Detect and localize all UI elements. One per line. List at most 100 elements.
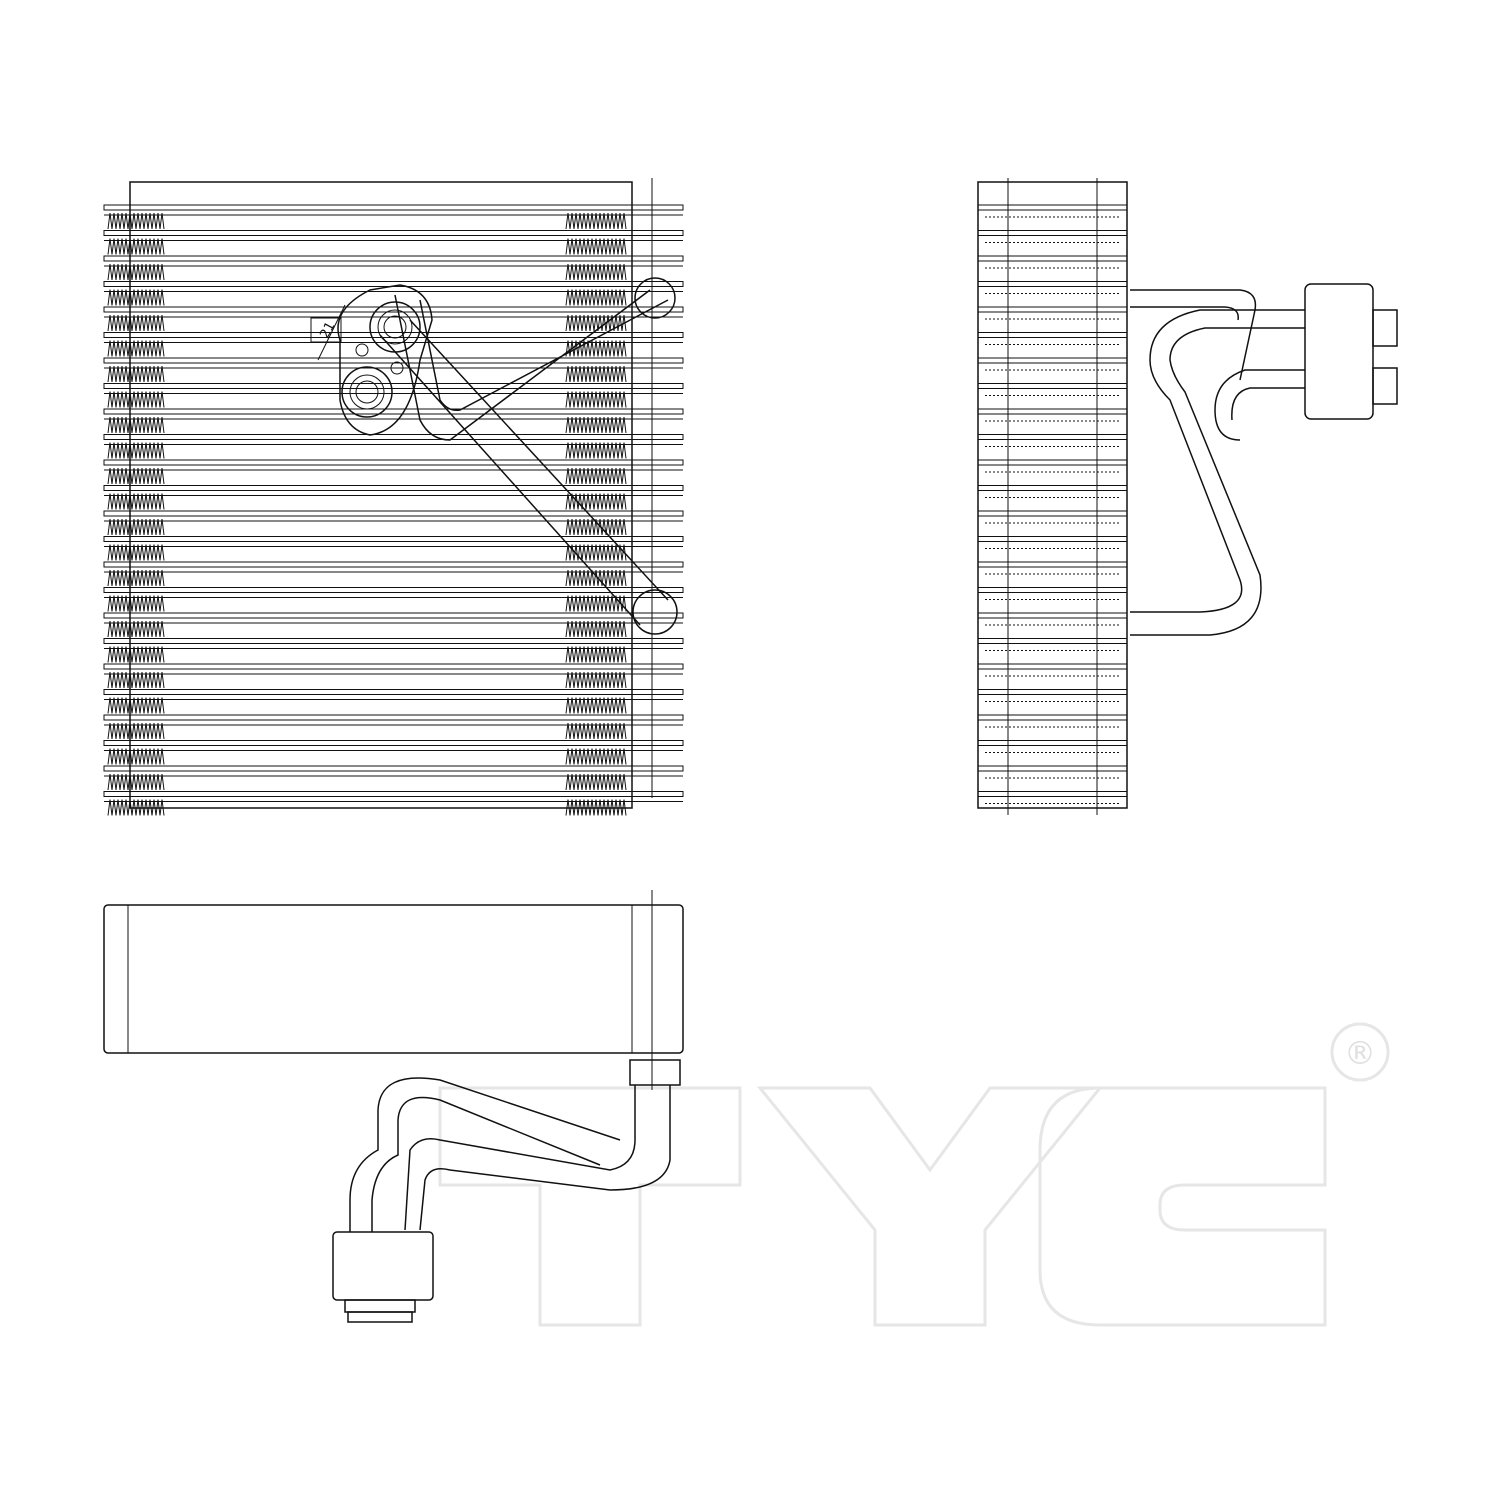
fin-right bbox=[565, 646, 627, 663]
side-tube-row bbox=[977, 714, 1128, 728]
tube-row bbox=[103, 791, 684, 816]
side-tube-row bbox=[977, 383, 1128, 396]
tube-row bbox=[103, 689, 684, 714]
fin-right bbox=[565, 671, 627, 689]
tyc-watermark: ® bbox=[438, 1022, 1390, 1327]
fin-left bbox=[107, 416, 165, 434]
tube-row bbox=[103, 587, 684, 612]
fin-left bbox=[107, 238, 165, 255]
front-view: 21 bbox=[103, 178, 684, 816]
fin-right bbox=[565, 595, 627, 612]
fin-right bbox=[565, 773, 627, 791]
fin-left bbox=[107, 212, 165, 230]
tube-row bbox=[103, 510, 684, 536]
tube-row bbox=[103, 383, 684, 408]
tube-row bbox=[103, 638, 684, 663]
tube-row bbox=[103, 434, 684, 459]
fin-right bbox=[565, 365, 627, 383]
fin-right bbox=[565, 697, 627, 714]
side-tube-row bbox=[977, 587, 1128, 600]
dimension-box bbox=[310, 317, 342, 343]
side-tube-row bbox=[977, 459, 1128, 473]
fin-right bbox=[565, 569, 627, 587]
tube-row bbox=[103, 536, 684, 561]
tube-row bbox=[103, 740, 684, 765]
side-tube-row bbox=[977, 765, 1128, 779]
fin-left bbox=[107, 365, 165, 383]
side-tube-row bbox=[977, 561, 1128, 575]
fin-left bbox=[107, 646, 165, 663]
tube-row bbox=[103, 230, 684, 255]
fin-left bbox=[107, 773, 165, 791]
side-tube-row bbox=[977, 689, 1128, 702]
tube-row bbox=[103, 612, 684, 638]
fin-right bbox=[565, 799, 627, 816]
fin-left bbox=[107, 518, 165, 536]
fin-right bbox=[565, 340, 627, 357]
fin-left bbox=[107, 748, 165, 765]
side-tube-row bbox=[977, 281, 1128, 294]
fin-right bbox=[565, 263, 627, 281]
fin-right bbox=[565, 416, 627, 434]
top-view bbox=[103, 890, 684, 1323]
fin-right bbox=[565, 212, 627, 230]
dimension-label: 21 bbox=[317, 320, 338, 342]
fin-right bbox=[565, 238, 627, 255]
fin-right bbox=[565, 391, 627, 408]
side-tube-row bbox=[977, 434, 1128, 447]
tube-row bbox=[103, 306, 684, 332]
side-tube-row bbox=[977, 791, 1128, 804]
fin-left bbox=[107, 620, 165, 638]
tube-row bbox=[103, 459, 684, 485]
fin-right bbox=[565, 518, 627, 536]
tube-row bbox=[103, 255, 684, 281]
side-tube-row bbox=[977, 485, 1128, 498]
fin-left bbox=[107, 595, 165, 612]
side-view bbox=[977, 178, 1398, 815]
side-tube-row bbox=[977, 204, 1128, 218]
side-tube-row bbox=[977, 230, 1128, 243]
fin-right bbox=[565, 289, 627, 306]
fin-left bbox=[107, 697, 165, 714]
side-tube-row bbox=[977, 332, 1128, 345]
side-tube-row bbox=[977, 255, 1128, 269]
fin-right bbox=[565, 722, 627, 740]
fin-left bbox=[107, 314, 165, 332]
fin-left bbox=[107, 722, 165, 740]
side-tube-row bbox=[977, 638, 1128, 651]
fin-left bbox=[107, 467, 165, 485]
tube-row bbox=[103, 561, 684, 587]
fin-left bbox=[107, 442, 165, 459]
side-tube-row bbox=[977, 510, 1128, 524]
tube-row bbox=[103, 332, 684, 357]
tube-row bbox=[103, 663, 684, 689]
fin-left bbox=[107, 340, 165, 357]
fin-left bbox=[107, 263, 165, 281]
fin-right bbox=[565, 748, 627, 765]
tube-row bbox=[103, 714, 684, 740]
tube-row bbox=[103, 408, 684, 434]
tube-row bbox=[103, 765, 684, 791]
side-tube-row bbox=[977, 408, 1128, 422]
fin-left bbox=[107, 671, 165, 689]
fin-left bbox=[107, 569, 165, 587]
fin-left bbox=[107, 289, 165, 306]
fin-left bbox=[107, 799, 165, 816]
fin-right bbox=[565, 620, 627, 638]
fin-right bbox=[565, 467, 627, 485]
fin-right bbox=[565, 493, 627, 510]
fin-right bbox=[565, 442, 627, 459]
fin-left bbox=[107, 493, 165, 510]
tube-row bbox=[103, 485, 684, 510]
registered-mark-circle bbox=[1330, 1022, 1390, 1082]
registered-mark: ® bbox=[1344, 1034, 1376, 1072]
side-tube-row bbox=[977, 357, 1128, 371]
fin-left bbox=[107, 391, 165, 408]
tube-row bbox=[103, 357, 684, 383]
side-tube-row bbox=[977, 663, 1128, 677]
side-tube-row bbox=[977, 306, 1128, 320]
tube-row bbox=[103, 204, 684, 230]
side-tube-row bbox=[977, 536, 1128, 549]
fin-left bbox=[107, 544, 165, 561]
